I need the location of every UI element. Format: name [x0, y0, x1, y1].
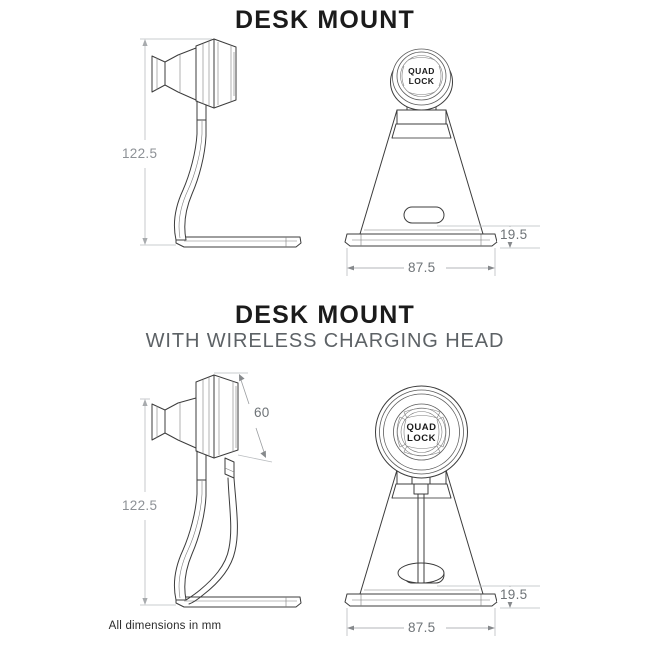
charging-head: QUAD LOCK: [375, 385, 468, 479]
section-subtitle-wireless: WITH WIRELESS CHARGING HEAD: [145, 330, 505, 352]
quad-lock-logo-wireless-line1: QUAD: [407, 422, 437, 433]
dimension-head-diameter: [214, 372, 273, 463]
section-title-desk-mount: DESK MOUNT: [234, 6, 416, 34]
dimension-label-height: 122.5: [119, 146, 161, 161]
front-view: [344, 95, 498, 247]
dimension-label-base-width-wireless: 87.5: [405, 620, 439, 635]
quad-lock-logo-line1: QUAD: [408, 66, 435, 76]
dimension-label-base-height-wireless: 19.5: [497, 587, 531, 602]
dimension-label-base-height: 19.5: [497, 227, 531, 242]
side-view: [151, 38, 302, 248]
dimension-label-base-width: 87.5: [405, 260, 439, 275]
section-title-desk-mount-wireless: DESK MOUNT: [234, 301, 416, 329]
front-view-wireless: [344, 469, 498, 607]
dimension-label-head-diameter: 60: [251, 405, 273, 420]
dimension-height-side-wireless: [140, 398, 176, 606]
dimension-label-height-wireless: 122.5: [119, 498, 161, 513]
dimension-base-width: [346, 248, 496, 276]
footer-note: All dimensions in mm: [108, 620, 222, 632]
quad-lock-logo-wireless-line2: LOCK: [407, 433, 436, 444]
quad-lock-logo-line2: LOCK: [409, 76, 435, 86]
side-view-wireless: [151, 374, 302, 608]
dimension-height-side: [140, 38, 212, 246]
mount-head: QUAD LOCK: [390, 48, 453, 111]
dimension-base-width-wireless: [346, 608, 496, 636]
